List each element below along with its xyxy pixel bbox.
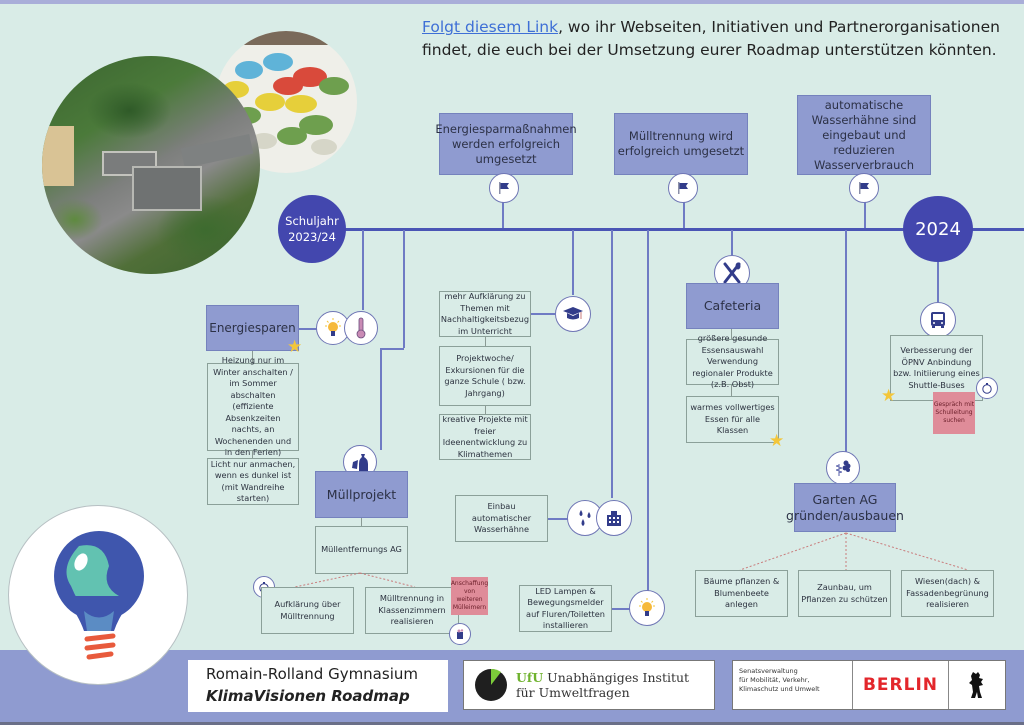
connector	[845, 230, 847, 454]
note-waste-bins: Anschaffung von weiteren Mülleimern	[451, 577, 488, 615]
school-logo: Romain-Rolland Gymnasium KlimaVisionen R…	[188, 660, 448, 712]
connector	[647, 230, 649, 592]
connector	[864, 196, 866, 228]
connector	[403, 230, 405, 348]
water-item-taps: Einbau automatischer Wasserhähne	[455, 495, 548, 542]
garden-subitem-trees: Bäume pflanzen & Blumenbeete anlegen	[695, 570, 788, 617]
project-garten: Garten AG gründen/ausbauen	[786, 483, 904, 532]
timeline-end: 2024	[903, 196, 973, 262]
dotted-connector	[739, 532, 969, 571]
waste-item-ag: Müllentfernungs AG	[315, 526, 408, 574]
berlin-senate-logo: Senatsverwaltung für Mobilität, Verkehr,…	[732, 660, 1006, 710]
berlin-bear-icon	[949, 661, 1005, 709]
connector	[531, 313, 555, 315]
connector	[361, 518, 362, 527]
globe-bulb-logo	[8, 505, 188, 685]
energy-item-heating: Heizung nur im Winter anschalten / im So…	[207, 355, 299, 457]
plants-icon	[826, 451, 860, 485]
lightbulb-icon	[629, 590, 665, 626]
education-item-projectweek: Projektwoche/ Exkursionen für die ganze …	[439, 346, 531, 406]
intro-body: , wo ihr Webseiten, Initiativen und Part…	[422, 18, 1000, 59]
connector	[252, 351, 253, 367]
cafeteria-item-warm-meal: warmes vollwertiges Essen für alle Klass…	[686, 396, 779, 443]
school-aerial-photo	[42, 56, 260, 274]
connector	[547, 518, 569, 520]
berlin-wordmark: BERLIN	[853, 661, 949, 709]
connector	[380, 348, 404, 350]
top-border	[0, 0, 1024, 4]
education-item-classes: mehr Aufklärung zu Themen mit Nachhaltig…	[439, 291, 531, 337]
building-icon	[596, 500, 632, 536]
star-icon: ★	[769, 431, 785, 451]
graduation-cap-icon	[555, 296, 591, 332]
connector	[485, 337, 486, 347]
connector	[288, 328, 318, 330]
cafeteria-item-healthy: größere gesunde Essensauswahl Verwendung…	[686, 333, 779, 389]
waste-subitem-education: Aufklärung über Mülltrennung	[261, 587, 354, 634]
dotted-connector	[294, 572, 416, 588]
connector	[252, 451, 253, 460]
resources-link[interactable]: Folgt diesem Link	[422, 18, 559, 36]
garden-subitem-green-roof: Wiesen(dach) & Fassadenbegrünung realisi…	[901, 570, 994, 617]
thermometer-icon	[344, 311, 378, 345]
star-icon: ★	[881, 386, 897, 406]
lightbulb-icon	[316, 311, 350, 345]
goal-energy: Energiesparmaßnahmen werden erfolgreich …	[435, 113, 577, 175]
roadmap-title: KlimaVisionen Roadmap	[206, 687, 410, 705]
connector	[502, 196, 504, 228]
goal-waste: Mülltrennung wird erfolgreich umgesetzt	[614, 113, 748, 175]
flag-icon	[849, 173, 879, 203]
goal-water: automatische Wasserhähne sind eingebaut …	[797, 95, 931, 175]
project-muellprojekt: Müllprojekt	[315, 471, 408, 518]
note-principal: Gespräch mit Schulleitung suchen	[933, 392, 975, 434]
project-cafeteria: Cafeteria	[686, 283, 779, 329]
connector	[612, 608, 630, 610]
flag-icon	[668, 173, 698, 203]
connector	[683, 196, 685, 228]
connector	[731, 385, 732, 397]
timeline-axis	[320, 228, 1024, 231]
flag-icon	[489, 173, 519, 203]
intro-text: Folgt diesem Link, wo ihr Webseiten, Ini…	[422, 16, 1012, 62]
connector	[731, 230, 733, 255]
bus-icon	[920, 302, 956, 338]
connector	[362, 230, 364, 310]
waste-subitem-separation: Mülltrennung in Klassenzimmern realisier…	[365, 587, 459, 634]
connector	[380, 348, 382, 450]
ufu-logo: UfU Unabhängiges Institut für Umweltfrag…	[463, 660, 715, 710]
project-energiesparen: Energiesparen	[206, 305, 299, 351]
bin-icon	[449, 623, 471, 645]
led-item: LED Lampen & Bewegungsmelder auf Fluren/…	[519, 585, 612, 632]
connector	[937, 262, 939, 302]
connector	[611, 230, 613, 498]
connector	[485, 406, 486, 416]
connector	[731, 329, 732, 340]
ufu-pie-icon	[475, 668, 507, 701]
school-name: Romain-Rolland Gymnasium	[206, 665, 418, 683]
stopwatch-icon	[976, 377, 998, 399]
star-icon: ★	[287, 337, 303, 357]
education-item-creative: kreative Projekte mit freier Ideenentwic…	[439, 414, 531, 460]
garden-subitem-fence: Zaunbau, um Pflanzen zu schützen	[798, 570, 891, 617]
energy-item-light: Licht nur anmachen, wenn es dunkel ist (…	[207, 458, 299, 505]
connector	[572, 230, 574, 295]
